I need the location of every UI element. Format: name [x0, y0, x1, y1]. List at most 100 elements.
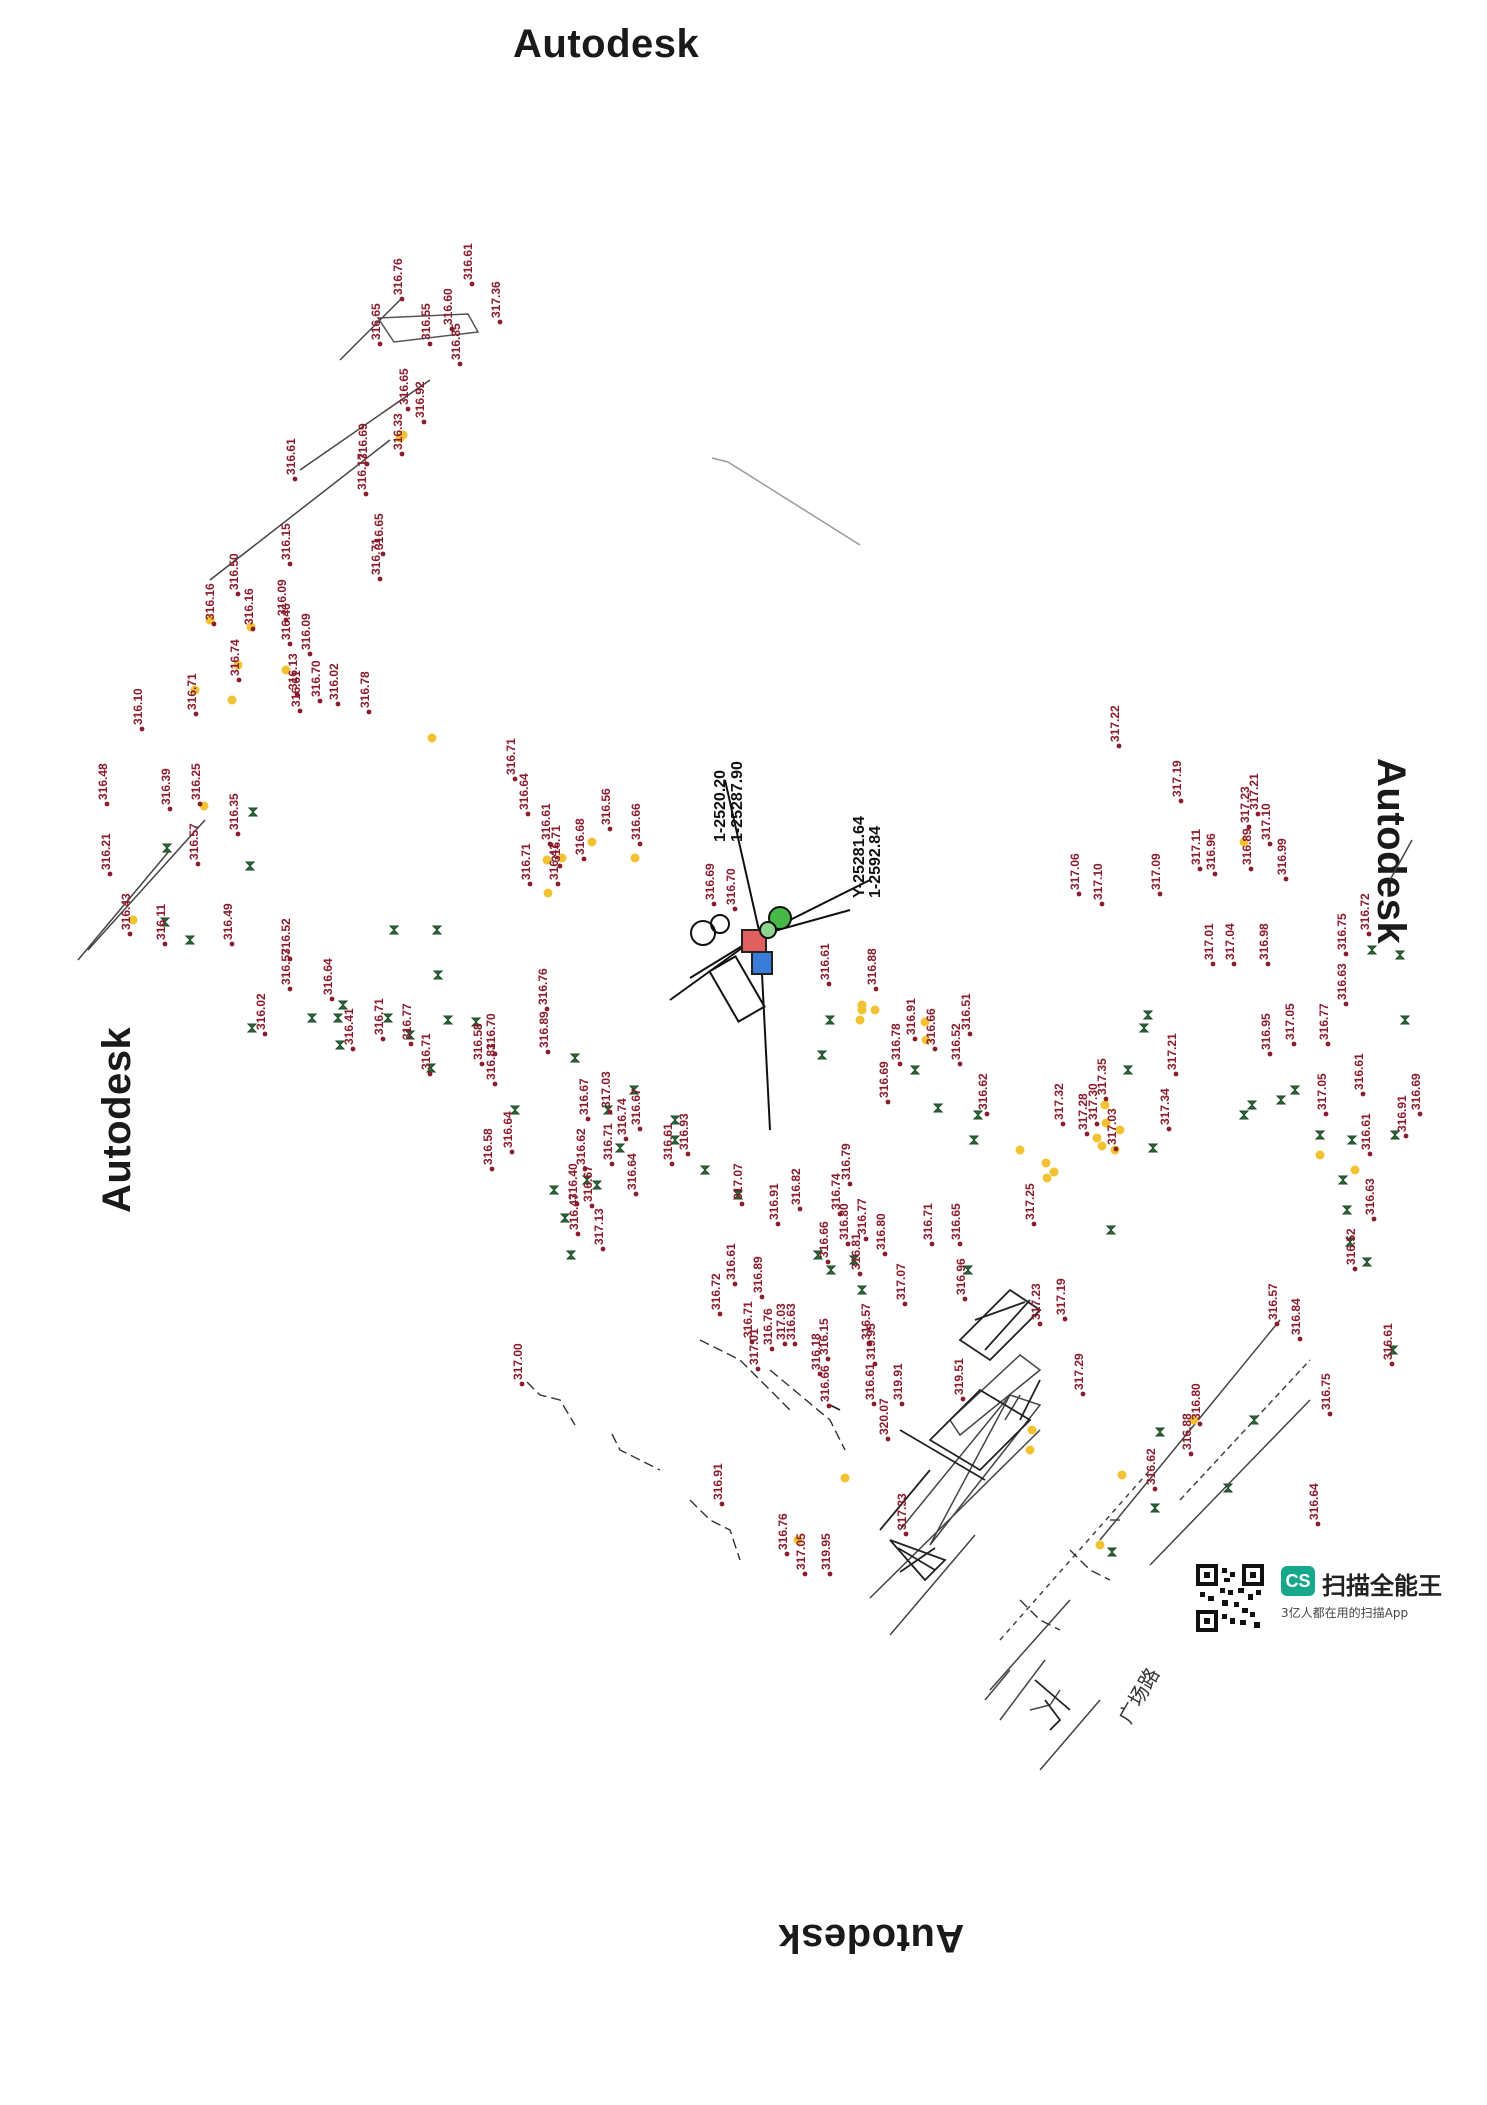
survey-control-point: [840, 1473, 850, 1483]
survey-control-point: [1025, 1445, 1035, 1455]
elevation-label: 316.66: [924, 1008, 938, 1045]
survey-control-point: [920, 1017, 930, 1027]
elevation-label: 316.61: [284, 438, 298, 475]
tree-marker-icon: [628, 1085, 640, 1095]
tree-marker-icon: [699, 1165, 711, 1175]
elevation-point: [380, 551, 386, 557]
elevation-point: [623, 1136, 629, 1142]
elevation-label: 317.28: [1076, 1093, 1090, 1130]
elevation-point: [984, 1111, 990, 1117]
elevation-label: 316.65: [372, 513, 386, 550]
coordinate-annotation: Y-25281.64: [851, 816, 868, 898]
elevation-point: [399, 296, 405, 302]
elevation-label: 317.05: [1315, 1073, 1329, 1110]
elevation-label: 316.61: [1359, 1113, 1373, 1150]
elevation-label: 316.49: [221, 903, 235, 940]
tree-marker-icon: [1246, 1100, 1258, 1110]
elevation-point: [1389, 1361, 1395, 1367]
contour-curves: [526, 1339, 1111, 1631]
elevation-label: 317.21: [1165, 1033, 1179, 1070]
elevation-point: [1188, 1451, 1194, 1457]
elevation-point: [127, 931, 133, 937]
survey-control-point: [1350, 1165, 1360, 1175]
elevation-point: [1366, 931, 1372, 937]
elevation-label: 316.65: [949, 1203, 963, 1240]
elevation-label: 316.11: [154, 904, 168, 940]
coordinate-annotation: 1-25287.90: [729, 761, 746, 842]
elevation-label: 317.22: [1108, 705, 1122, 742]
elevation-point: [317, 698, 323, 704]
elevation-label: 316.96: [954, 1258, 968, 1295]
elevation-point: [377, 576, 383, 582]
survey-control-point: [1097, 1141, 1107, 1151]
elevation-point: [1197, 866, 1203, 872]
tree-marker-icon: [968, 1135, 980, 1145]
elevation-point: [719, 1501, 725, 1507]
tree-marker-icon: [812, 1250, 824, 1260]
elevation-point: [512, 776, 518, 782]
elevation-point: [287, 956, 293, 962]
tree-marker-icon: [1387, 1345, 1399, 1355]
elevation-point: [421, 419, 427, 425]
elevation-point: [609, 1161, 615, 1167]
survey-control-point: [1095, 1540, 1105, 1550]
elevation-point: [335, 701, 341, 707]
elevation-point: [1323, 1111, 1329, 1117]
elevation-label: 317.04: [1223, 923, 1237, 960]
tree-marker-icon: [569, 1053, 581, 1063]
elevation-point: [489, 1166, 495, 1172]
elevation-point: [962, 1296, 968, 1302]
elevation-point: [1325, 1041, 1331, 1047]
elevation-label: 316.70: [724, 868, 738, 905]
elevation-label: 316.80: [1189, 1383, 1203, 1420]
elevation-label: 316.91: [711, 1463, 725, 1500]
tree-marker-icon: [404, 1030, 416, 1040]
tree-marker-icon: [1389, 1130, 1401, 1140]
elevation-label: 316.50: [227, 553, 241, 590]
tree-marker-icon: [1142, 1010, 1154, 1020]
tree-marker-icon: [425, 1063, 437, 1073]
elevation-point: [1291, 1041, 1297, 1047]
elevation-label: 316.71: [419, 1033, 433, 1070]
elevation-point: [932, 1046, 938, 1052]
survey-control-point: [1101, 1118, 1111, 1128]
elevation-point: [479, 1061, 485, 1067]
elevation-point: [575, 1231, 581, 1237]
tree-marker-icon: [1105, 1225, 1117, 1235]
tree-marker-icon: [388, 925, 400, 935]
elevation-label: 316.96: [1204, 833, 1218, 870]
elevation-point: [449, 326, 455, 332]
elevation-point: [492, 1051, 498, 1057]
tree-marker-icon: [442, 1015, 454, 1025]
survey-control-point: [870, 1005, 880, 1015]
survey-control-point: [1115, 1125, 1125, 1135]
elevation-label: 316.61: [724, 1243, 738, 1280]
tree-marker-icon: [591, 1180, 603, 1190]
elevation-point: [899, 1401, 905, 1407]
elevation-label: 316.57: [279, 948, 293, 985]
elevation-point: [1360, 1091, 1366, 1097]
tree-marker-icon: [856, 1285, 868, 1295]
survey-control-point: [793, 1535, 803, 1545]
elevation-label: 316.33: [391, 413, 405, 450]
survey-control-point: [1092, 1133, 1102, 1143]
survey-control-point: [427, 733, 437, 743]
elevation-point: [195, 861, 201, 867]
elevation-label: 316.41: [547, 843, 561, 880]
elevation-label: 317.05: [1283, 1003, 1297, 1040]
tree-marker-icon: [1314, 1130, 1326, 1140]
elevation-label: 316.02: [327, 663, 341, 700]
elevation-point: [405, 406, 411, 412]
elevation-label: 316.89: [751, 1256, 765, 1293]
tree-marker-icon: [848, 1255, 860, 1265]
elevation-point: [197, 801, 203, 807]
tree-marker-icon: [334, 1040, 346, 1050]
elevation-point: [1248, 866, 1254, 872]
elevation-label: 316.60: [441, 288, 455, 325]
elevation-point: [545, 1049, 551, 1055]
elevation-point: [759, 1294, 765, 1300]
survey-control-point: [1042, 1173, 1052, 1183]
elevation-label: 316.82: [789, 1168, 803, 1205]
elevation-label: 316.85: [449, 323, 463, 360]
